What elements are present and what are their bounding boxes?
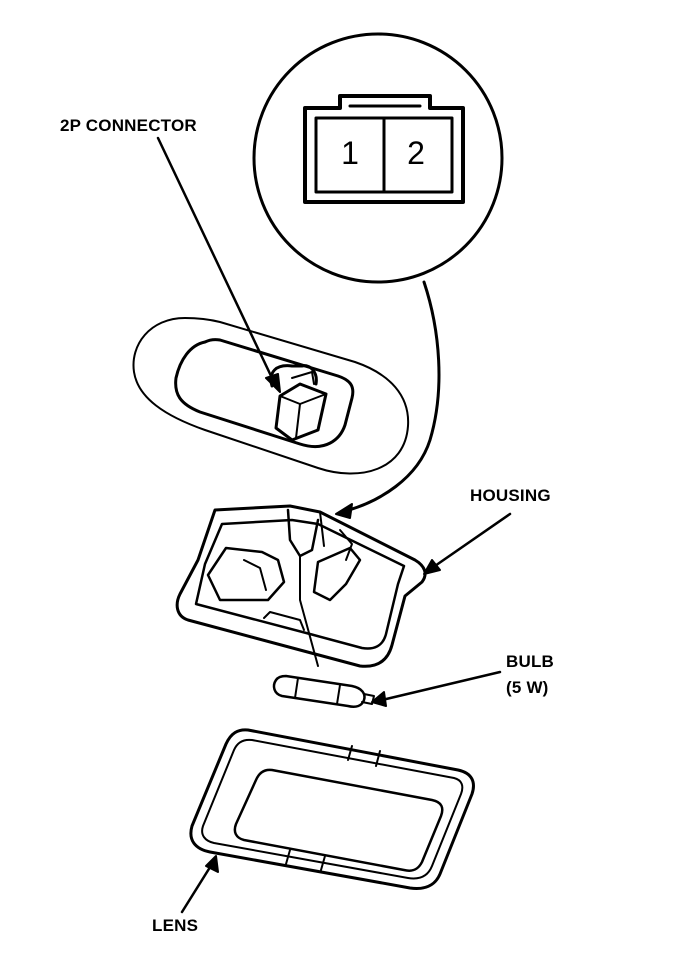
connector-pin-2: 2: [407, 135, 425, 171]
lens-label: LENS: [152, 916, 199, 935]
housing-leader: [423, 512, 512, 575]
connector-detail-circle: [252, 32, 504, 284]
housing: [175, 504, 427, 668]
bulb-wattage-label: (5 W): [506, 678, 549, 697]
housing-label: HOUSING: [470, 486, 551, 505]
detail-pointer-arrow: [335, 280, 441, 519]
connector-label: 2P CONNECTOR: [60, 116, 197, 135]
lens-leader: [180, 855, 219, 914]
connector-pin-1: 1: [341, 135, 359, 171]
bulb-label: BULB: [506, 652, 555, 671]
connector-leader: [156, 136, 281, 393]
bulb-leader: [371, 670, 502, 707]
2p-connector-body: [269, 364, 328, 442]
ceiling-cutout: [132, 317, 410, 475]
bulb: [272, 674, 375, 708]
lens: [189, 728, 475, 890]
